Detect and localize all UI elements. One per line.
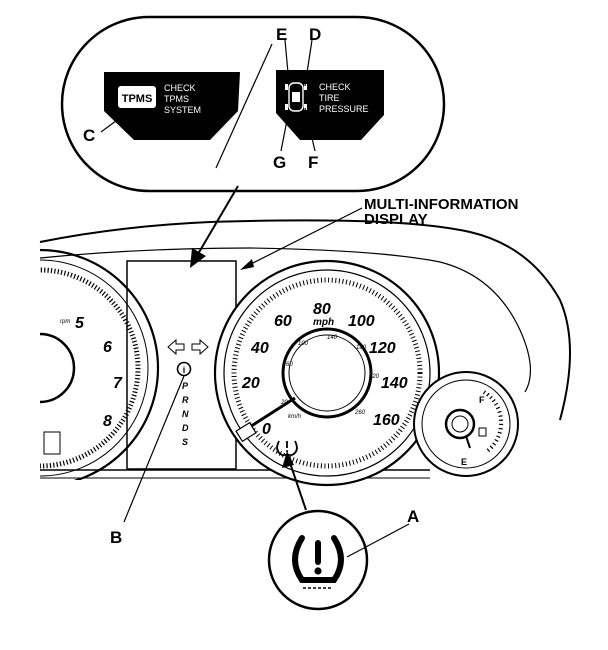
svg-text:i: i: [183, 365, 186, 375]
mid-heading-line-1: MULTI-INFORMATION: [364, 196, 518, 213]
gear-s: S: [182, 437, 188, 447]
tire-front-left-icon: [285, 84, 288, 90]
speed-label-120: 120: [369, 340, 396, 357]
tpms-badge-text: TPMS: [122, 93, 153, 105]
turn-signal-indicators: [167, 338, 209, 356]
speed-label-100: 100: [348, 313, 375, 330]
speedometer-inner-dial: [281, 327, 373, 419]
left-turn-signal-icon: [167, 338, 185, 356]
callout-g: G: [273, 153, 286, 172]
speedometer-rim: [213, 259, 441, 487]
tpms-enlarge-arrow: [287, 456, 307, 511]
right-turn-signal-icon: [191, 338, 209, 356]
tpms-icon-enlarged: [267, 451, 410, 611]
kmh-label-60: 60: [286, 362, 293, 368]
speed-label-0: 0: [262, 421, 271, 438]
tach-label-7: 7: [113, 375, 123, 392]
fuel-needle: [465, 435, 471, 449]
fuel-full-label: F: [479, 395, 485, 405]
speed-label-160: 160: [373, 412, 400, 429]
mid-leader: [246, 207, 363, 267]
speedometer-tick-ring: [231, 277, 423, 469]
fuel-gauge-hub: [444, 408, 476, 440]
tire-pressure-line-3: PRESSURE: [319, 104, 369, 114]
callout-c: C: [83, 126, 95, 145]
gear-p: P: [182, 381, 189, 391]
speedometer: 0 20 40 60 80 100 120 140 160 mph 20 60 …: [213, 259, 441, 487]
gear-r: R: [182, 395, 189, 405]
gear-n: N: [182, 409, 189, 419]
callout-b-leader: [123, 375, 185, 523]
kmh-label-180: 180: [356, 345, 367, 351]
fuel-pump-icon: [478, 427, 487, 437]
tpms-system-line-2: TPMS: [164, 94, 189, 104]
information-icon: [176, 361, 192, 377]
callout-d: D: [309, 25, 321, 44]
tachometer: rpm 5 6 7 8: [40, 248, 160, 480]
information-indicator: i: [176, 361, 192, 377]
speed-label-140: 140: [381, 375, 408, 392]
tachometer-unit: rpm: [60, 319, 70, 325]
bubble-divider: [215, 43, 273, 169]
tpms-system-line-1: CHECK: [164, 83, 196, 93]
zoom-bubble: TPMS CHECK TPMS SYSTEM CHECK TIRE PRESSU…: [60, 15, 446, 193]
tire-rear-right-icon: [304, 104, 307, 110]
kmh-label-140: 140: [327, 335, 338, 341]
speed-label-80: 80: [313, 301, 331, 318]
gear-indicator: P R N D S: [182, 381, 189, 447]
kmh-unit: km/h: [288, 414, 302, 420]
zoom-bubble-outline: [60, 15, 446, 193]
tire-pressure-message-panel: CHECK TIRE PRESSURE: [276, 70, 384, 140]
tpms-badge-box: [118, 86, 156, 108]
speedometer-unit: mph: [313, 317, 334, 328]
tire-pressure-line-1: CHECK: [319, 82, 351, 92]
fuel-gauge: F E: [413, 371, 519, 477]
cluster-hood: [39, 219, 571, 421]
fuel-empty-label: E: [461, 457, 467, 467]
tire-pressure-line-2: TIRE: [319, 93, 340, 103]
cluster-inner-hood: [39, 247, 532, 393]
tire-front-right-icon: [304, 84, 307, 90]
kmh-label-100: 100: [298, 341, 309, 347]
callout-f: F: [308, 153, 318, 172]
speedometer-needle: [244, 396, 296, 432]
kmh-label-220: 220: [368, 374, 380, 380]
callout-a-leader: [346, 523, 410, 558]
tpms-system-line-3: SYSTEM: [164, 105, 201, 115]
zoom-pointer-arrow: [190, 185, 239, 268]
tire-rear-left-icon: [285, 104, 288, 110]
tach-label-5: 5: [75, 315, 85, 332]
tpms-system-message-panel: TPMS CHECK TPMS SYSTEM: [104, 72, 240, 140]
gear-d: D: [182, 423, 189, 433]
tach-label-8: 8: [103, 413, 112, 430]
callout-e: E: [276, 25, 287, 44]
car-tire-icon: [285, 82, 307, 112]
speed-label-40: 40: [250, 340, 269, 357]
callout-a: A: [407, 507, 419, 526]
callout-b: B: [110, 528, 122, 547]
speed-label-60: 60: [274, 313, 292, 330]
kmh-label-20: 20: [280, 400, 288, 406]
speed-label-20: 20: [241, 375, 260, 392]
tach-label-6: 6: [103, 339, 112, 356]
kmh-label-260: 260: [354, 410, 366, 416]
instrument-cluster: rpm 5 6 7 8 i P R N D S: [39, 219, 571, 487]
